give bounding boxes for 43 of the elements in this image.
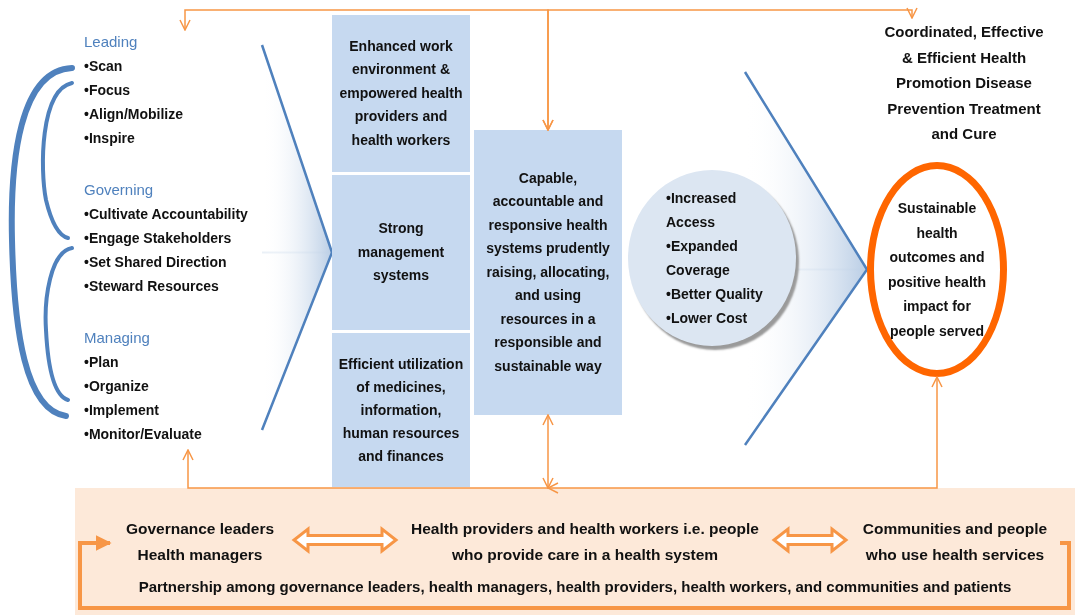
list-item: •Focus	[84, 81, 132, 100]
chevron-arrow	[260, 43, 334, 432]
connector-arrow	[542, 7, 918, 131]
box-text: Strong management systems	[356, 219, 446, 286]
list-item: •Monitor/Evaluate	[84, 425, 203, 444]
box-text: •Better Quality	[666, 285, 764, 304]
role-text: Communities and people who use health services	[861, 519, 1049, 565]
connector-arrow	[78, 535, 1071, 610]
list-item: •Engage Stakeholders	[84, 229, 233, 248]
double-arrow	[291, 525, 399, 555]
connector-arrow	[542, 414, 554, 489]
box-text: Efficient utilization of medicines, information, human resources and finances	[337, 354, 465, 466]
band-caption: Partnership among governance leaders, health managers, health providers, health workers, and communities and patients	[137, 578, 1013, 595]
section-heading: Governing	[84, 180, 155, 200]
process-box	[332, 333, 470, 487]
box-text: •Increased Access	[666, 189, 738, 232]
section-heading: Managing	[84, 328, 151, 348]
process-box	[332, 175, 470, 330]
list-item: •Align/Mobilize	[84, 105, 184, 124]
list-item: •Set Shared Direction	[84, 253, 228, 272]
goal-text: Coordinated, Effective & Efficient Health Promotion Disease Prevention Treatment and Cure	[883, 22, 1045, 145]
connector-arrow	[547, 376, 943, 494]
connector-arrow	[182, 449, 549, 489]
list-item: •Plan	[84, 353, 120, 372]
list-item: •Scan	[84, 57, 124, 76]
role-text: Health providers and health workers i.e. people who provide care in a health system	[410, 519, 760, 565]
process-box	[332, 15, 470, 172]
box-text: Enhanced work environment & empowered health providers and health workers	[338, 36, 464, 150]
process-box	[474, 130, 622, 415]
list-item: •Organize	[84, 377, 150, 396]
role-text: Governance leaders	[124, 519, 276, 539]
box-text: Capable, accountable and responsive health systems prudently raising, allocating, and using resources in a responsible and sustainable way	[485, 168, 611, 376]
list-item: •Cultivate Accountability	[84, 205, 249, 224]
box-text: •Expanded Coverage	[666, 237, 739, 280]
section-heading: Leading	[84, 32, 139, 52]
role-text: Health managers	[136, 545, 264, 565]
double-arrow	[771, 525, 849, 555]
box-text: Sustainable health outcomes and positive health impact for people served	[887, 199, 987, 341]
partnership-band	[75, 488, 1075, 615]
box-text: •Lower Cost	[666, 309, 749, 328]
list-item: •Inspire	[84, 129, 136, 148]
list-item: •Implement	[84, 401, 160, 420]
list-item: •Steward Resources	[84, 277, 220, 296]
